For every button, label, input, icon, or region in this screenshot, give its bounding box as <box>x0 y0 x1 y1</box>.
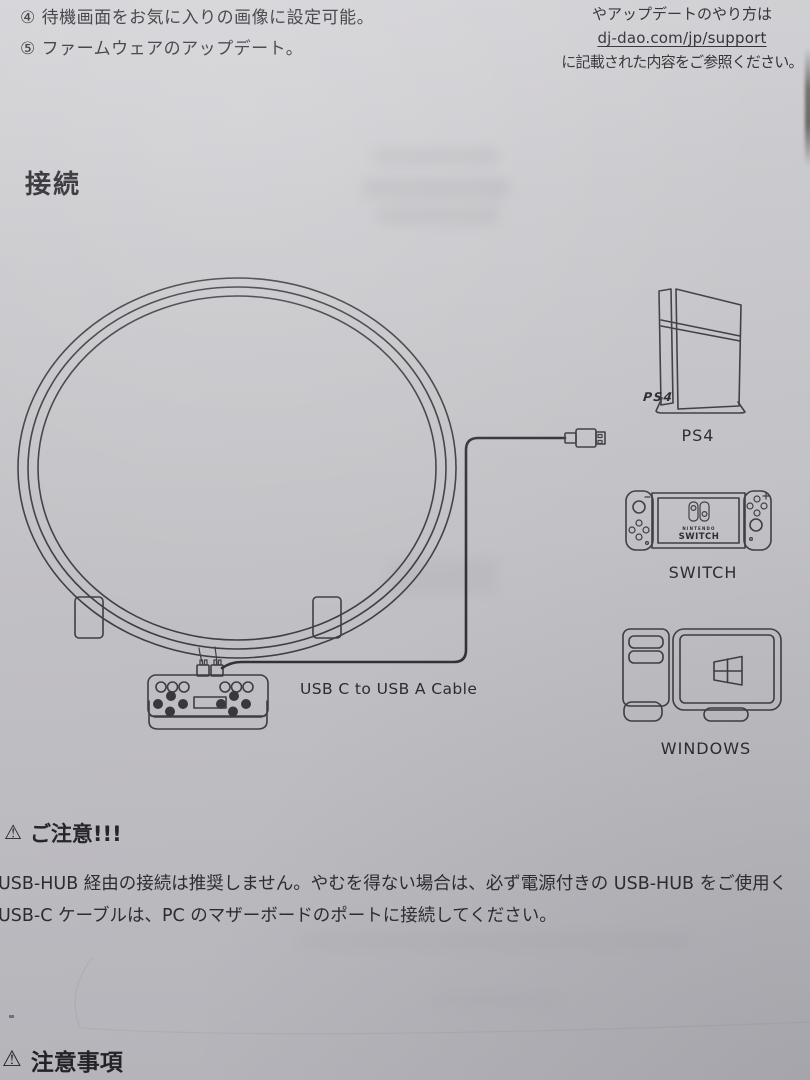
caution-line-1: USB-HUB 経由の接続は推奨しません。やむを得ない場合は、必ず電源付きの U… <box>0 874 788 894</box>
usb-a-plug-icon <box>564 428 606 448</box>
ps4-console-icon: PS4 <box>642 288 746 414</box>
support-note: やアップデートのやり方は dj-dao.com/jp/support に記載され… <box>556 2 808 74</box>
ring-left-foot <box>74 596 104 639</box>
ps4-logo-text: PS4 <box>642 390 674 404</box>
windows-label: WINDOWS <box>661 739 751 758</box>
switch-label: SWITCH <box>669 563 738 582</box>
switch-console-icon: NINTENDO SWITCH <box>625 490 772 551</box>
warning-icon: ⚠ <box>4 820 22 844</box>
windows-pc-icon <box>622 628 782 722</box>
intro-list: ④ 待機画面をお気に入りの画像に設定可能。 ⑤ ファームウェアのアップデート。 <box>20 6 374 68</box>
control-box-display <box>193 696 227 709</box>
caution-section: ⚠ ご注意!!! USB-HUB 経由の接続は推奨しません。やむを得ない場合は、… <box>0 818 810 932</box>
ring-right-foot <box>312 596 342 639</box>
cable-label: USB C to USB A Cable <box>300 680 477 698</box>
support-note-line-2: に記載された内容をご参照ください。 <box>561 53 803 71</box>
ring-wires <box>196 646 224 677</box>
support-url: dj-dao.com/jp/support <box>597 29 767 47</box>
switch-logo-nintendo: NINTENDO <box>682 526 715 531</box>
footer-heading-notes: ⚠ 注意事項 <box>2 1043 123 1077</box>
intro-item-5: ⑤ ファームウェアのアップデート。 <box>20 39 304 59</box>
support-note-line-1: やアップデートのやり方は <box>591 5 772 23</box>
control-box-drawing <box>147 674 269 730</box>
switch-logo-switch: SWITCH <box>679 532 720 542</box>
intro-item-4: ④ 待機画面をお気に入りの画像に設定可能。 <box>20 8 375 28</box>
warning-icon: ⚠ <box>2 1046 22 1072</box>
caution-line-2: USB-C ケーブルは、PC のマザーボードのポートに接続してください。 <box>0 906 557 926</box>
caution-heading: ご注意!!! <box>29 822 122 846</box>
ps4-label: PS4 <box>682 426 715 445</box>
usb-cable-line <box>220 436 567 670</box>
footer-heading-label: 注意事項 <box>30 1050 123 1076</box>
ring-controller-drawing <box>17 277 457 659</box>
section-heading-connection: 接続 <box>25 170 82 200</box>
